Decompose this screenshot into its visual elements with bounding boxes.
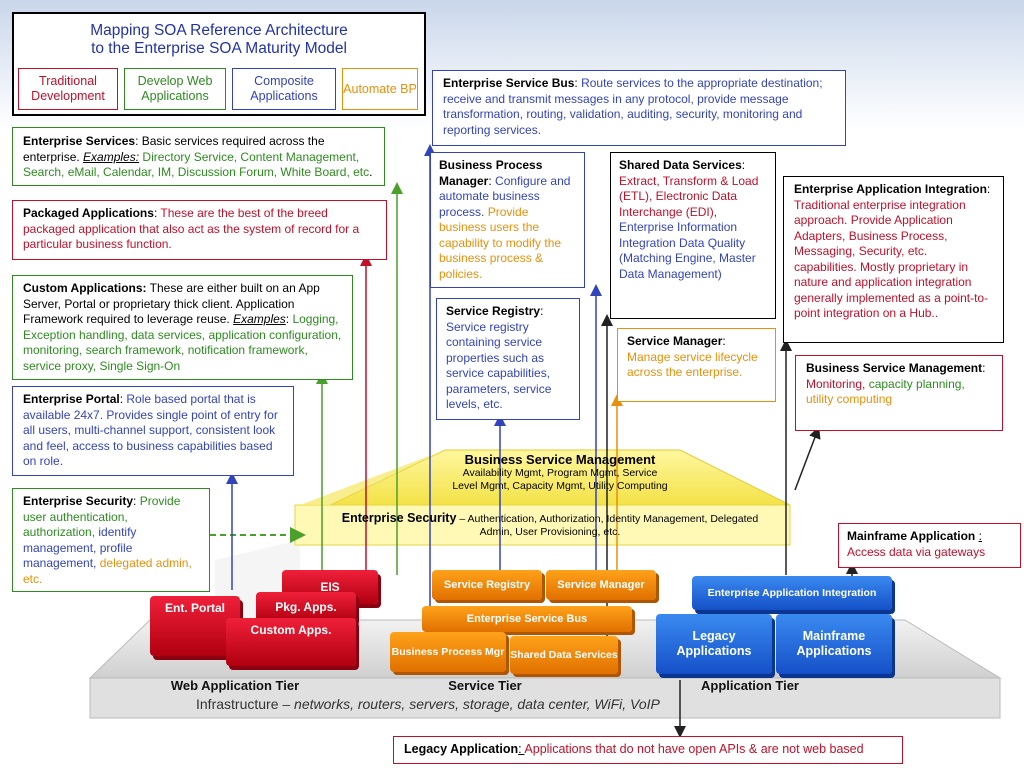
block-service-manager: Service Manager	[546, 570, 656, 600]
block-business-process-mgr: Business Process Mgr	[390, 632, 506, 672]
bsm-layer-label: Business Service Management Availability…	[452, 452, 668, 492]
maturity-develop-web-applications: Develop Web Applications	[124, 68, 226, 110]
tier-web-application: Web Application Tier	[170, 678, 300, 693]
block-pkg-apps: Pkg. Apps.	[256, 592, 356, 622]
callout-legacy-application: Legacy Application: Applications that do…	[393, 736, 903, 764]
callout-shared-data-services: Shared Data Services: Extract, Transform…	[610, 152, 776, 319]
infrastructure-label: Infrastructure – networks, routers, serv…	[196, 696, 660, 712]
security-layer-label: Enterprise Security – Authentication, Au…	[341, 511, 759, 539]
tier-application: Application Tier	[701, 678, 799, 693]
block-enterprise-service-bus: Enterprise Service Bus	[422, 606, 632, 632]
maturity-automate-bp: Automate BP	[342, 68, 418, 110]
callout-enterprise-application-integration: Enterprise Application Integration: Trad…	[783, 176, 1004, 343]
block-custom-apps: Custom Apps.	[226, 618, 356, 666]
block-legacy-applications: Legacy Applications	[656, 614, 772, 674]
callout-business-process-manager: Business Process Manager: Configure and …	[430, 152, 585, 288]
block-enterprise-application-integration: Enterprise Application Integration	[692, 576, 892, 610]
platform-base-front	[89, 677, 1001, 719]
block-mainframe-applications: Mainframe Applications	[776, 614, 892, 674]
callout-service-registry: Service Registry: Service registry conta…	[436, 298, 580, 420]
callout-mainframe-application: Mainframe Application :Access data via g…	[838, 523, 1021, 568]
callout-enterprise-service-bus: Enterprise Service Bus: Route services t…	[432, 70, 846, 146]
callout-enterprise-security: Enterprise Security: Provide user authen…	[12, 488, 210, 592]
block-service-registry: Service Registry	[432, 570, 542, 600]
callout-enterprise-services: Enterprise Services: Basic services requ…	[12, 127, 385, 186]
callout-custom-applications: Custom Applications: These are either bu…	[12, 275, 353, 380]
title-panel: Mapping SOA Reference Architecture to th…	[12, 12, 426, 116]
maturity-traditional-development: Traditional Development	[18, 68, 118, 110]
page-title: Mapping SOA Reference Architecture to th…	[90, 22, 348, 57]
pyramid-side-left	[300, 450, 445, 505]
callout-enterprise-portal: Enterprise Portal: Role based portal tha…	[12, 386, 294, 476]
callout-service-manager: Service Manager: Manage service lifecycl…	[617, 328, 776, 402]
callout-packaged-applications: Packaged Applications: These are the bes…	[12, 200, 387, 260]
callout-business-service-management: Business Service Management: Monitoring,…	[795, 355, 1003, 431]
tier-service: Service Tier	[448, 678, 522, 693]
arrow-bsm	[794, 426, 821, 491]
block-shared-data-services: Shared Data Services	[510, 636, 618, 674]
maturity-composite-applications: Composite Applications	[232, 68, 336, 110]
block-ent-portal: Ent. Portal	[150, 596, 240, 656]
